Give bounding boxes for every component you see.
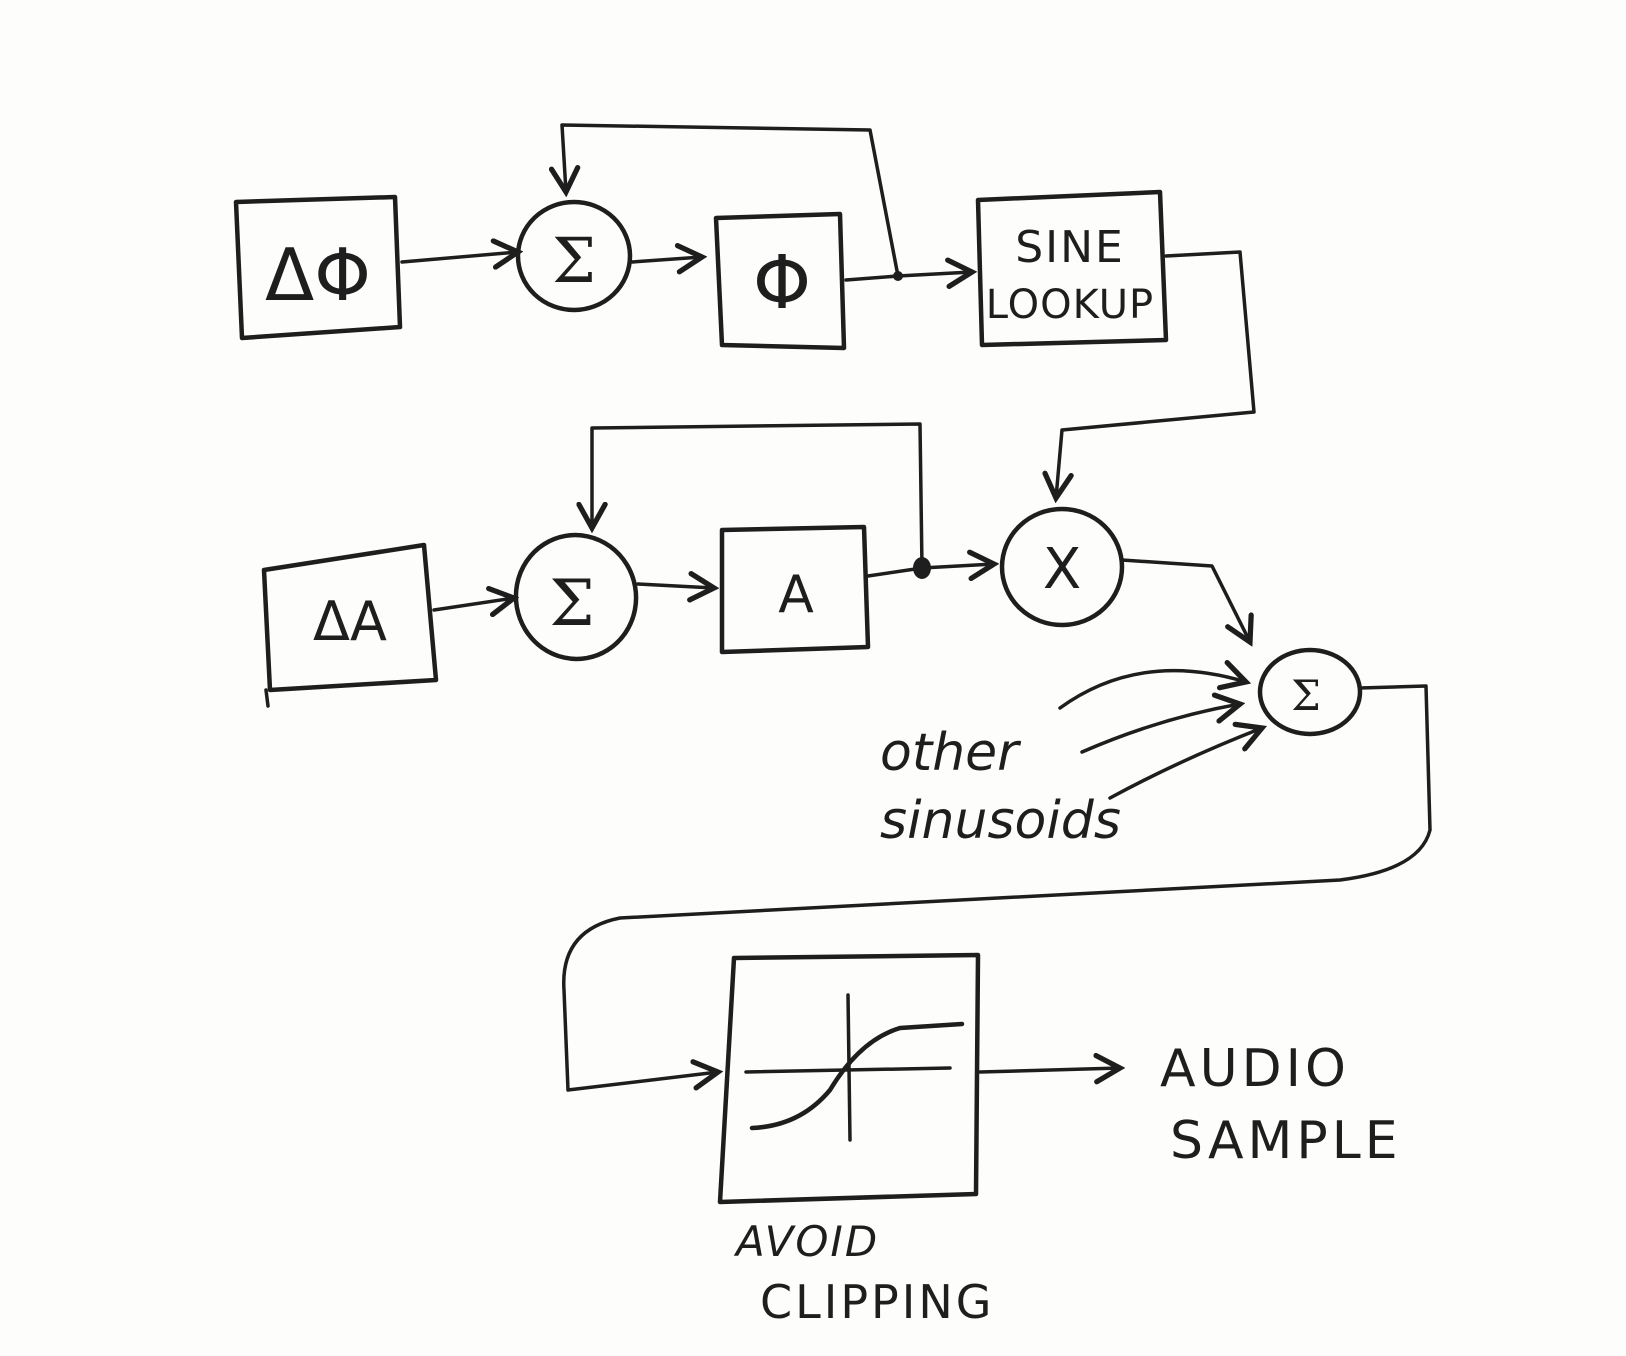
- amplitude-register-box: A: [719, 524, 871, 655]
- avoid-clipping-line1: AVOID: [733, 1217, 879, 1266]
- phase-increment-label: ΔΦ: [265, 233, 371, 317]
- amplitude-feedback-line: [592, 422, 924, 578]
- arrow-dphase-to-sum: [400, 252, 518, 262]
- arrow-damp-to-sum: [432, 598, 514, 610]
- mix-sum-label: Σ: [1291, 671, 1321, 720]
- arrow-clipper-to-output: [978, 1068, 1120, 1072]
- mix-to-clipper-line: [562, 684, 1432, 1092]
- multiply-label: X: [1043, 537, 1081, 602]
- output-line1: AUDIO: [1160, 1039, 1350, 1099]
- amplitude-increment-label: ΔA: [313, 590, 387, 653]
- amplitude-sum-node: Σ: [513, 532, 639, 662]
- phase-sum-label: Σ: [552, 224, 596, 297]
- other-sinusoid-arrow-2: [1080, 704, 1240, 754]
- phase-sum-node: Σ: [515, 199, 633, 313]
- phase-register-label: Φ: [753, 240, 811, 326]
- other-sinusoid-arrow-3: [1108, 728, 1262, 800]
- other-sinusoids-line2: sinusoids: [880, 791, 1121, 851]
- sine-to-multiply-line: [1056, 250, 1256, 498]
- phase-increment-box: ΔΦ: [233, 194, 403, 341]
- mix-sum-node: Σ: [1257, 647, 1363, 737]
- sine-lookup-label-line2: LOOKUP: [986, 282, 1154, 328]
- phase-feedback-line: [562, 123, 900, 282]
- clipper-vertical-axis: [846, 993, 852, 1142]
- arrow-sum-to-amp: [636, 584, 714, 588]
- other-sinusoids-line1: other: [880, 723, 1022, 783]
- arrow-amp-to-multiply: [920, 564, 994, 568]
- arrow-sum-to-phase: [630, 257, 702, 262]
- sine-lookup-label-line1: SINE: [1015, 222, 1125, 273]
- phase-register-box: Φ: [713, 211, 847, 351]
- arrow-phase-to-sine: [896, 272, 972, 276]
- amplitude-increment-box: ΔA: [261, 542, 439, 708]
- avoid-clipping-line2: CLIPPING: [760, 1275, 994, 1329]
- amplitude-sum-label: Σ: [549, 567, 594, 641]
- sine-lookup-box: SINE LOOKUP: [975, 189, 1169, 348]
- arrow-multiply-to-mix: [1120, 558, 1250, 642]
- clipper-transfer-curve: [749, 1021, 965, 1131]
- clipper-horizontal-axis: [744, 1066, 952, 1074]
- multiply-node: X: [999, 506, 1125, 628]
- amplitude-register-label: A: [778, 565, 814, 625]
- other-sinusoid-arrow-1: [1058, 671, 1246, 710]
- output-line2: SAMPLE: [1170, 1111, 1402, 1171]
- soft-clipper-box: [717, 952, 981, 1205]
